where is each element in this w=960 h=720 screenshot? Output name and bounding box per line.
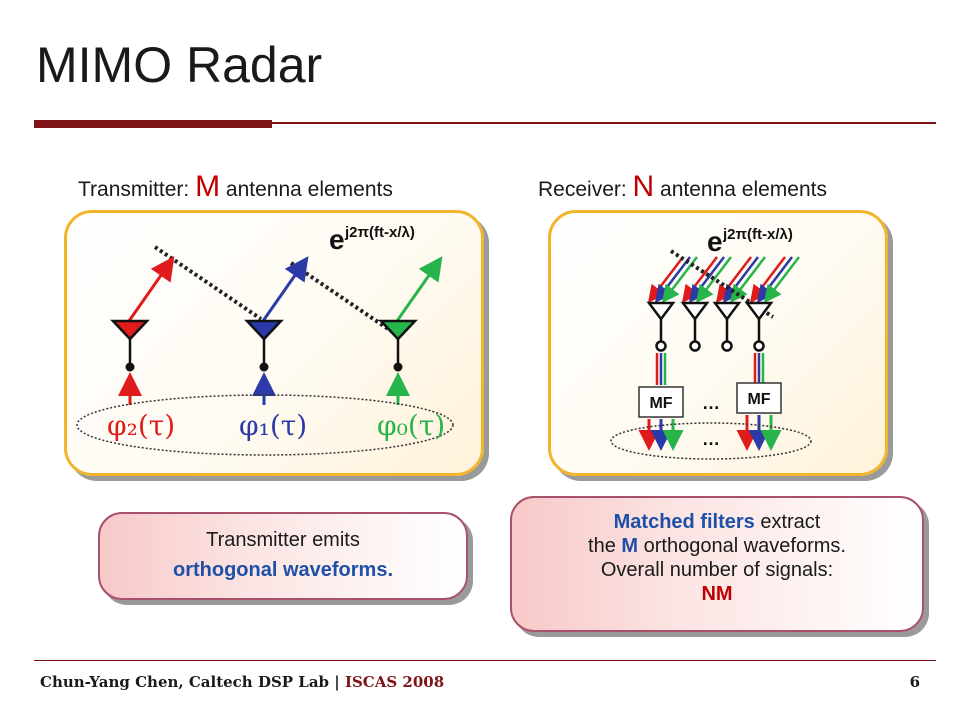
rx-wave-base: e: [707, 226, 723, 257]
receiver-diagram: e j2π(ft-x/λ): [610, 226, 812, 460]
receiver-heading-prefix: Receiver:: [538, 178, 633, 201]
matched-filter-2-label: MF: [747, 391, 770, 408]
title-rule: [272, 122, 936, 124]
tx-wave-base: e: [329, 224, 345, 255]
tx-caption-line1: Transmitter emits: [206, 529, 360, 551]
rx-caption-line1: Matched filters extract: [512, 510, 922, 534]
phi-0-label: φ₀(τ): [377, 409, 445, 442]
tx-emission-arrow-red: [127, 256, 175, 322]
rx-antenna-3: [712, 301, 742, 352]
rx-caption-line1-rest: extract: [754, 511, 821, 533]
receiver-count: N: [632, 170, 655, 203]
rx-wavefront: [669, 249, 775, 319]
phi-2-label: φ₂(τ): [107, 409, 175, 442]
tx-waveform-group: [76, 394, 454, 456]
rx-wave-exponent: j2π(ft-x/λ): [722, 226, 793, 243]
matched-filter-1: [638, 386, 684, 418]
receiver-caption: Matched filters extract the M orthogonal…: [510, 496, 924, 632]
rx-output-group: [610, 422, 812, 460]
matched-filter-1-label: MF: [649, 395, 672, 412]
rx-antenna-2: [680, 301, 710, 352]
receiver-heading-suffix: antenna elements: [654, 178, 827, 201]
tx-emission-arrow-blue: [261, 256, 309, 322]
tx-caption-line2: orthogonal waveforms.: [172, 559, 394, 581]
tx-wavefront-2: [289, 261, 399, 337]
tx-antenna-blue: [244, 319, 284, 372]
transmitter-heading-suffix: antenna elements: [220, 178, 393, 201]
tx-emission-arrow-green: [395, 256, 443, 322]
rx-incoming-arrows-2: [681, 256, 732, 303]
transmitter-heading-prefix: Transmitter:: [78, 178, 196, 201]
footer-rule: [34, 660, 936, 661]
transmitter-diagram: e j2π(ft-x/λ) φ₂(τ) φ₁(τ): [76, 224, 454, 456]
mf-ellipsis: …: [702, 393, 720, 413]
tx-antenna-green: [378, 319, 418, 372]
rx-antenna-4: [744, 301, 774, 352]
rx-caption-nm: NM: [701, 583, 733, 605]
rx-antenna-1: [646, 301, 676, 352]
page-number: 6: [909, 673, 920, 691]
rx-caption-line2-post: orthogonal waveforms.: [638, 535, 846, 557]
transmitter-count: M: [195, 170, 221, 203]
footer-credit: Chun-Yang Chen, Caltech DSP Lab | ISCAS …: [40, 673, 444, 691]
slide-title: MIMO Radar: [36, 37, 323, 93]
transmitter-heading: Transmitter: M antenna elements: [78, 172, 393, 202]
rx-caption-m: M: [621, 535, 639, 557]
rx-caption-highlight: Matched filters: [613, 511, 755, 533]
tx-antenna-red: [110, 319, 150, 372]
tx-wavefront-1: [153, 245, 263, 321]
rx-caption-line2: the M orthogonal waveforms.: [512, 534, 922, 558]
matched-filter-2: [736, 382, 782, 414]
footer-author: Chun-Yang Chen, Caltech DSP Lab |: [40, 673, 345, 691]
phi-1-label: φ₁(τ): [239, 409, 307, 442]
transmitter-panel: e j2π(ft-x/λ) φ₂(τ) φ₁(τ): [64, 210, 484, 476]
rx-caption-line3: Overall number of signals:: [600, 559, 834, 581]
transmitter-caption: Transmitter emits orthogonal waveforms.: [98, 512, 468, 600]
receiver-heading: Receiver: N antenna elements: [538, 172, 827, 202]
output-ellipsis: …: [702, 429, 720, 449]
receiver-panel: e j2π(ft-x/λ): [548, 210, 888, 476]
rx-incoming-arrows-4: [749, 256, 800, 303]
footer-venue: ISCAS 2008: [344, 673, 445, 691]
rx-caption-line2-pre: the: [588, 535, 622, 557]
title-rule-accent: [34, 120, 272, 128]
tx-wave-exponent: j2π(ft-x/λ): [344, 224, 415, 241]
